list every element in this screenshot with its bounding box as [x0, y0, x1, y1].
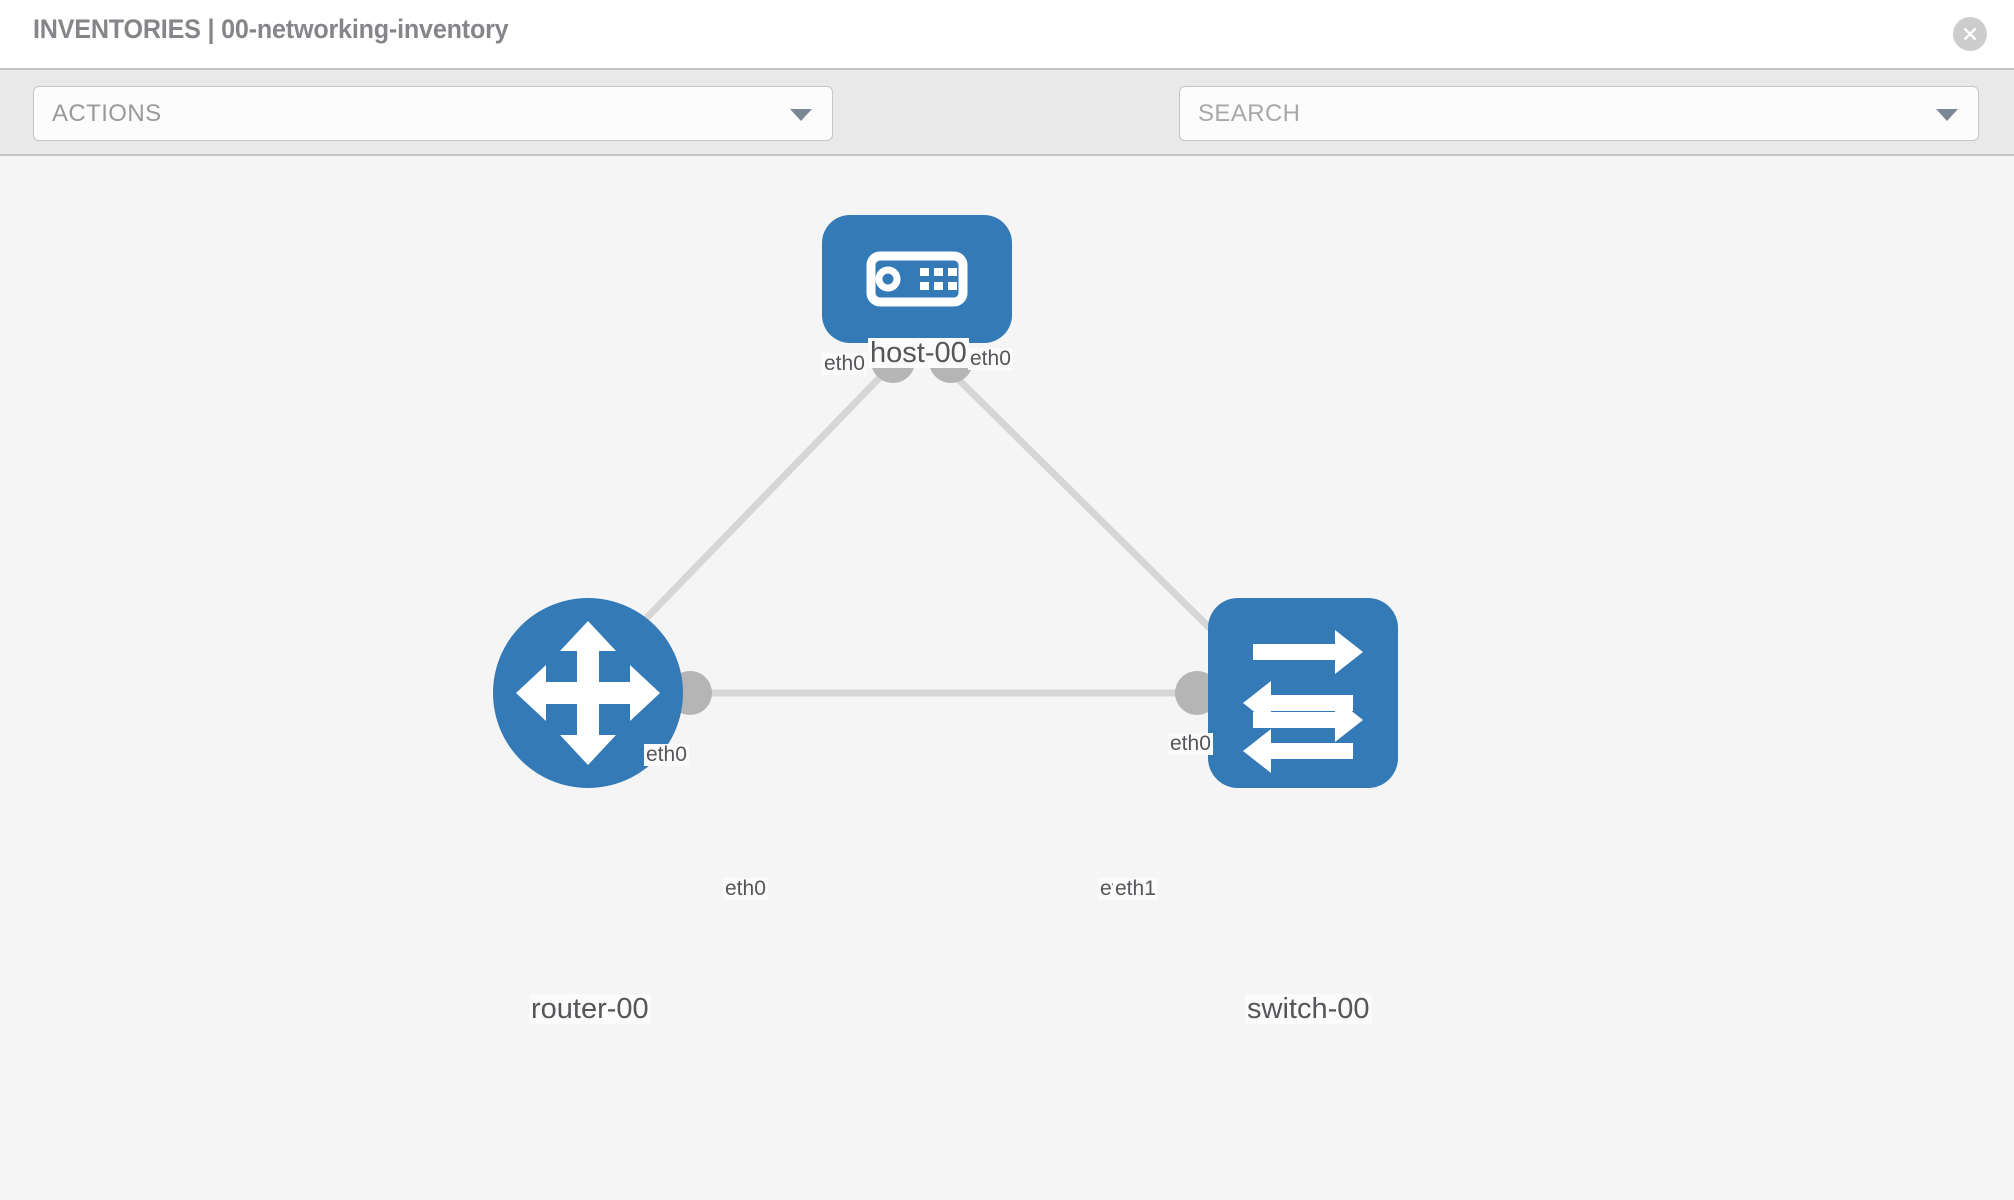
topology-edges: [597, 368, 1251, 697]
edge-host-switch: [947, 368, 1251, 669]
interface-label-switch-left: eth1: [1113, 877, 1158, 901]
chevron-down-icon: [790, 109, 812, 121]
page-header: INVENTORIES | 00-networking-inventory: [0, 0, 2014, 68]
switch-icon: [1243, 630, 1363, 773]
node-label-router-00: router-00: [529, 993, 651, 1025]
topology-connectors: [668, 339, 1254, 715]
search-input[interactable]: [1180, 87, 1978, 140]
server-icon: [866, 251, 968, 307]
interface-label-host-right: eth0: [968, 347, 1013, 371]
node-label-switch-00: switch-00: [1245, 993, 1372, 1025]
close-button[interactable]: [1953, 17, 1987, 51]
chevron-down-icon[interactable]: [1936, 109, 1958, 121]
topology-graph: [493, 215, 1398, 788]
toolbar: ACTIONS: [0, 68, 2014, 199]
node-label-host-00: host-00: [868, 337, 969, 369]
actions-dropdown[interactable]: ACTIONS: [33, 86, 833, 141]
interface-label-host-left: eth0: [822, 352, 867, 376]
interface-label-router-right: eth0: [723, 877, 768, 901]
node-host-00: [822, 215, 1012, 343]
actions-dropdown-label: ACTIONS: [52, 100, 162, 127]
node-router-00: [493, 598, 683, 788]
router-icon: [516, 621, 660, 765]
edge-host-router: [597, 368, 889, 669]
node-switch-00: [1208, 598, 1398, 788]
interface-label-router-top: eth0: [644, 743, 689, 767]
topology-canvas[interactable]: eth0 host-00 eth0 eth0 eth0 eth0 eth0 et…: [0, 156, 2014, 1200]
page-title: INVENTORIES | 00-networking-inventory: [33, 14, 509, 44]
search-field[interactable]: [1179, 86, 1979, 141]
interface-label-switch-top: eth0: [1168, 732, 1213, 756]
